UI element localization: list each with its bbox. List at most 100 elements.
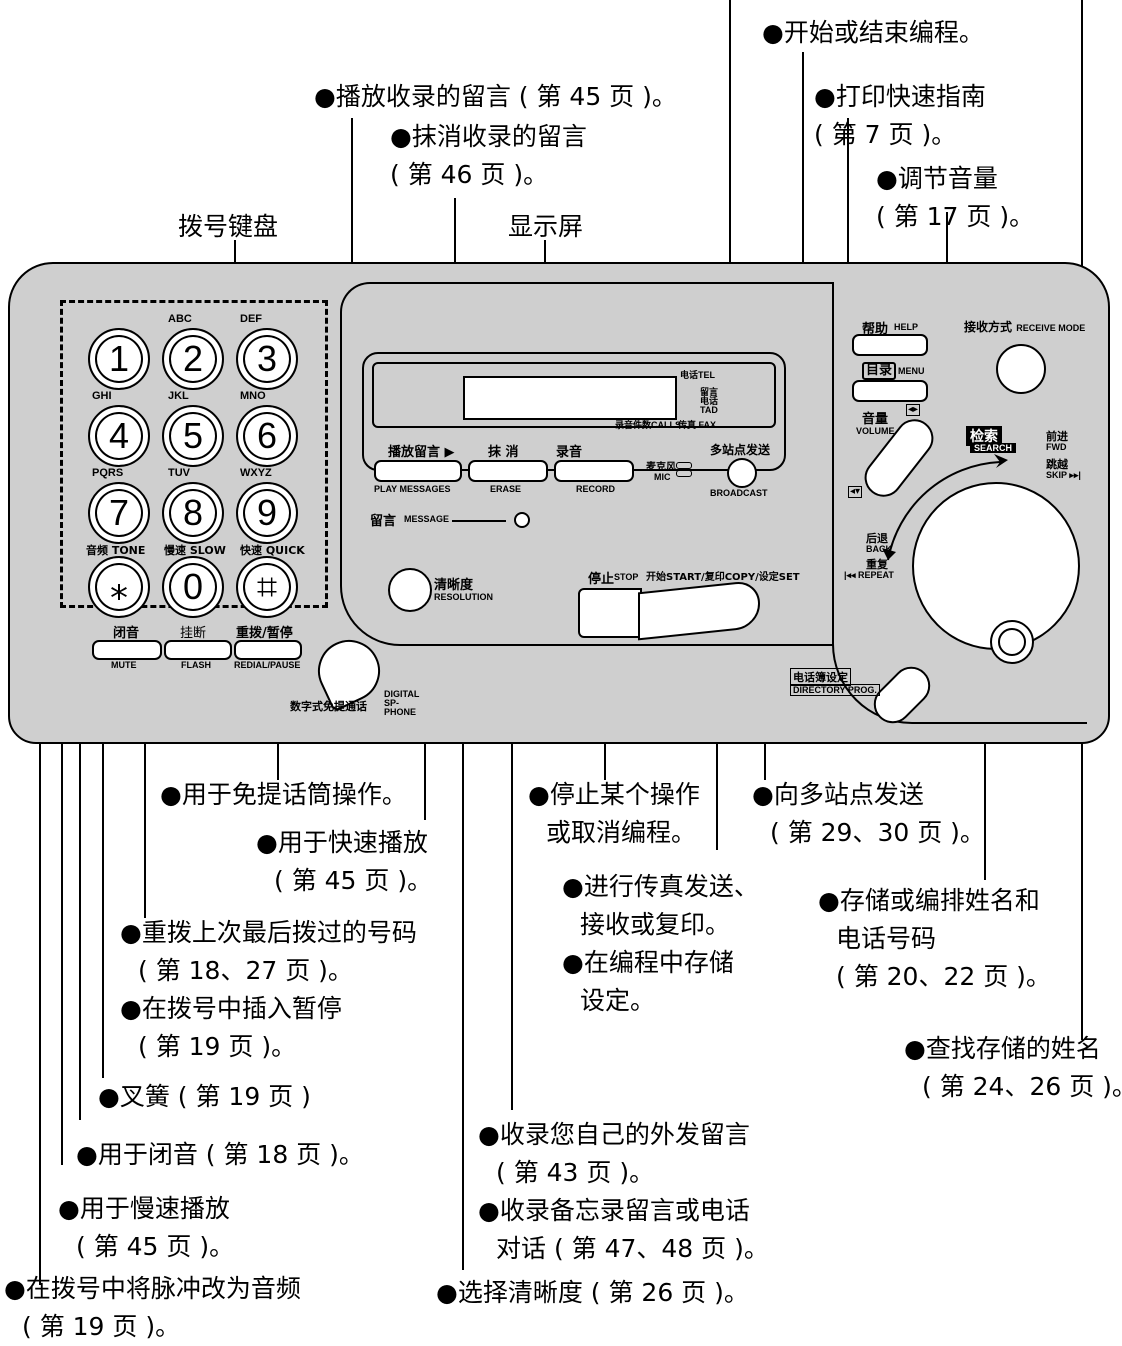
annotation-line: ●收录您自己的外发留言 [478,1120,750,1149]
help-label: 帮助 [862,322,889,337]
broadcast-button[interactable] [727,458,757,488]
mic-slot [676,462,692,469]
key-letters-ghi: GHI [92,390,112,402]
play-label-en: PLAY MESSAGES [374,484,451,494]
search-dial-knob-inner [998,628,1026,656]
key-11[interactable]: ⌗ [236,556,298,618]
display-screen [463,376,677,420]
key-label: 3 [256,338,278,379]
fax-indicator: 传真 FAX [678,420,717,430]
key-6[interactable]: 7 [88,482,150,544]
volume-up-icon: ◂▸ [906,404,921,416]
key-label: ⌗ [256,565,278,607]
key-0[interactable]: 1 [88,328,150,390]
key-label: 9 [256,492,278,533]
key-7[interactable]: 8 [162,482,224,544]
erase-button[interactable] [468,460,548,482]
volume-label-en: VOLUME [856,426,895,436]
annotation-line: ●查找存储的姓名 [904,1034,1101,1063]
annotation-line: ●在拨号中插入暂停 [120,994,342,1023]
key-label: 4 [108,415,130,456]
slow-label: 慢速 SLOW [164,544,226,557]
annotation-resolution: ●选择清晰度 ( 第 26 页 )。 [436,1278,749,1307]
flash-label-en: FLASH [181,660,211,670]
resolution-button[interactable] [388,568,432,612]
key-4[interactable]: 5 [162,405,224,467]
annotation-line: 对话 ( 第 47、48 页 )。 [496,1234,769,1263]
volume-down-icon: ◂▾ [848,486,863,498]
play-messages-button[interactable] [374,460,462,482]
key-label: 8 [182,492,204,533]
volume-label-cn: 音量 [862,412,889,427]
flash-button[interactable] [164,640,232,660]
annotation-line: ( 第 45 页 )。 [274,866,433,895]
help-button[interactable] [852,334,928,356]
mic-label-cn: 麦克风 [646,462,676,473]
menu-label-en: MENU [898,366,925,376]
skip-label-cn: 跳越 [1046,458,1068,471]
receive-mode-label: 接收方式 RECEIVE MODE [964,318,1085,335]
annotation-line: ●用于快速播放 [256,828,428,857]
annotation-speakerphone: ●用于免提话筒操作。 [160,780,407,809]
display-inner [372,362,776,428]
stop-label-cn: 停止 [588,572,615,587]
mute-button[interactable] [92,640,162,660]
directory-label-cn: 电话簿设定 [790,668,851,686]
redial-button[interactable] [234,640,302,660]
mute-label-en: MUTE [111,660,137,670]
broadcast-label-en: BROADCAST [710,488,768,498]
annotation-search: ●查找存储的姓名 ( 第 24、26 页 )。 [904,1030,1122,1106]
keypad-title: 拨号键盘 [178,212,279,241]
search-dial[interactable] [912,482,1080,650]
key-letters-def: DEF [240,313,262,325]
receive-label-en: RECEIVE MODE [1016,323,1086,333]
key-label: 2 [182,338,204,379]
record-button[interactable] [554,460,634,482]
message-led-line [452,520,506,522]
quick-label: 快速 QUICK [240,544,305,557]
mic-slot [676,470,692,477]
tel-indicator: 电话TEL [680,370,715,380]
annotation-line: ( 第 45 页 )。 [76,1232,235,1261]
record-label-en: RECORD [576,484,616,494]
repeat-label-cn: 重复 [866,558,888,571]
key-label: 1 [108,338,130,379]
key-2[interactable]: 3 [236,328,298,390]
key-9[interactable]: ⁎ [88,556,150,618]
annotation-print-guide: ●打印快速指南 ( 第 7 页 )。 [814,78,986,154]
annotation-tone: ●在拨号中将脉冲改为音频 ( 第 19 页 )。 [4,1270,301,1346]
stop-label-en: STOP [614,572,639,582]
search-label-en: SEARCH [970,443,1017,453]
menu-button[interactable] [852,380,928,402]
key-1[interactable]: 2 [162,328,224,390]
annotation-line: ( 第 46 页 )。 [390,160,549,189]
key-10[interactable]: 0 [162,556,224,618]
annotation-broadcast: ●向多站点发送 ( 第 29、30 页 )。 [752,776,985,852]
annotation-line: ●调节音量 [876,164,998,193]
key-5[interactable]: 6 [236,405,298,467]
annotation-mute: ●用于闭音 ( 第 18 页 )。 [76,1140,364,1169]
annotation-quick-play: ●用于快速播放 ( 第 45 页 )。 [256,824,432,900]
key-letters-jkl: JKL [168,390,189,402]
key-label: 0 [182,566,204,607]
annotation-line: ( 第 43 页 )。 [496,1158,655,1187]
annotation-line: ●抹消收录的留言 [390,122,587,151]
record-label-cn: 录音 [556,445,583,460]
mute-label-cn: 闭音 [113,626,140,641]
search-dial-arc [882,454,1008,561]
play-label-cn: 播放留言 ▶ [388,445,455,460]
stop-button[interactable] [578,588,642,638]
annotation-line: ●存储或编排姓名和 [818,886,1040,915]
key-label: 7 [108,492,130,533]
key-3[interactable]: 4 [88,405,150,467]
key-8[interactable]: 9 [236,482,298,544]
annotation-line: ( 第 19 页 )。 [138,1032,297,1061]
annotation-line: ●进行传真发送、 [562,872,759,901]
annotation-slow-play: ●用于慢速播放 ( 第 45 页 )。 [58,1190,234,1266]
back-label-cn: 后退 [866,532,888,545]
annotation-stop: ●停止某个操作 或取消编程。 [528,776,700,852]
receive-mode-button[interactable] [996,344,1046,394]
receive-label-cn: 接收方式 [964,320,1013,334]
annotation-line: 设定。 [580,986,656,1015]
key-label: 6 [256,415,278,456]
